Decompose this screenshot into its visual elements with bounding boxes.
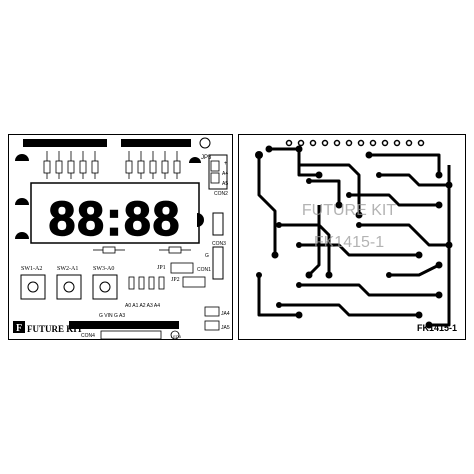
a5-label: A5 bbox=[222, 181, 228, 187]
copper-panel: FUTURE KIT FK1415-1 FK1415-1 bbox=[238, 134, 466, 340]
analog-row-label: A0 A1 A2 A3 A4 bbox=[125, 303, 160, 309]
con1-label: CON1 bbox=[197, 267, 211, 273]
copper-drawing: FUTURE KIT FK1415-1 FK1415-1 bbox=[255, 139, 457, 333]
sw3-label: SW3-A0 bbox=[93, 266, 114, 272]
transistor-q4 bbox=[197, 213, 204, 227]
g-label: G bbox=[205, 253, 209, 259]
part-number: FK1415-1 bbox=[417, 323, 457, 333]
watermark-line2: FK1415-1 bbox=[314, 234, 384, 251]
transistor-q5 bbox=[189, 157, 201, 163]
brand-logo bbox=[13, 321, 25, 333]
led5-symbol bbox=[170, 330, 180, 340]
brand-logo-letter: F bbox=[16, 323, 22, 334]
bottom-component-row bbox=[128, 276, 165, 290]
top-component-row bbox=[43, 151, 181, 179]
transistor-q1 bbox=[15, 154, 29, 161]
header-strip-right bbox=[121, 139, 191, 147]
jp2-label: JP2 bbox=[171, 277, 180, 283]
plus-label: + bbox=[224, 161, 228, 167]
transistor-q3 bbox=[15, 232, 29, 239]
watermark-line1: FUTURE KIT bbox=[302, 202, 396, 219]
con4-label: CON4 bbox=[81, 333, 95, 339]
sw1-label: SW1-A2 bbox=[21, 266, 42, 272]
copper-traces bbox=[257, 147, 451, 327]
copper-pads bbox=[255, 145, 453, 329]
silkscreen-drawing: JP3 + A4 A5 CON2 88:88 bbox=[13, 137, 230, 340]
display-digits: 88:88 bbox=[49, 193, 182, 246]
copper-pad-row bbox=[285, 139, 425, 147]
ja4-label: JA4 bbox=[221, 311, 230, 317]
con3-label: CON3 bbox=[212, 241, 226, 247]
bottom-header-label: G VIN G A3 bbox=[99, 313, 125, 319]
seven-segment-display bbox=[30, 182, 200, 244]
con2-label: CON2 bbox=[214, 191, 228, 197]
middle-component-row bbox=[93, 246, 191, 254]
push-buttons bbox=[20, 274, 118, 300]
jp1-label: JP1 bbox=[157, 265, 166, 271]
ja5-label: JA5 bbox=[221, 325, 230, 331]
sw2-label: SW2-A1 bbox=[57, 266, 78, 272]
transistor-q2 bbox=[15, 198, 29, 205]
a4-label: A4 bbox=[222, 171, 228, 177]
brand-name: FUTURE KIT bbox=[27, 324, 83, 334]
silkscreen-panel: JP3 + A4 A5 CON2 88:88 bbox=[8, 134, 233, 340]
led5-label: LED5 bbox=[171, 334, 182, 339]
jp3-label: JP3 bbox=[201, 155, 212, 161]
bottom-header-strip bbox=[69, 321, 179, 329]
header-strip-left bbox=[23, 139, 107, 147]
